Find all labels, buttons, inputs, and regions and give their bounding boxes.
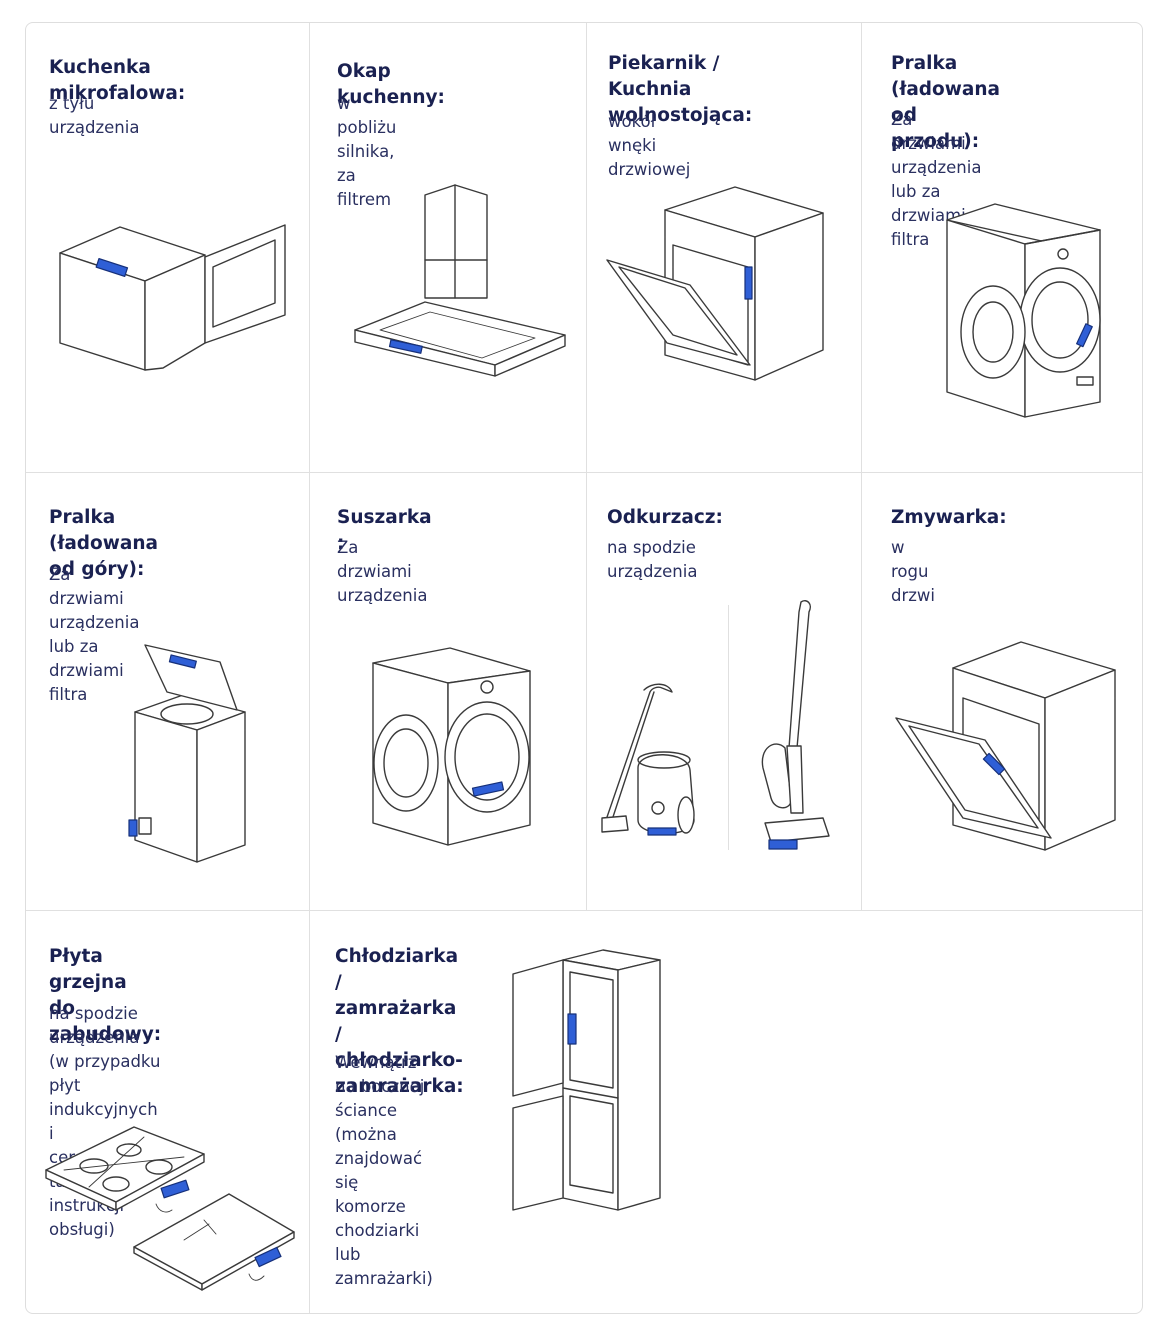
grid-divider xyxy=(586,23,587,911)
appliance-title: Piekarnik / Kuchnia wolnostojąca: xyxy=(608,53,753,126)
dryer-icon xyxy=(372,647,531,846)
stick-vacuum-icon xyxy=(761,600,830,850)
hob-icon xyxy=(45,1126,295,1291)
grid-divider xyxy=(309,23,310,1313)
top-loader-washer-icon xyxy=(128,644,246,863)
appliance-location-text: Za drzwiami urządzenia lub za drzwiami f… xyxy=(49,565,140,704)
appliance-location-text: w pobliżu silnika, za filtrem xyxy=(337,94,397,209)
appliance-title: Kuchenka mikrofalowa: xyxy=(49,57,186,104)
grid-divider xyxy=(861,23,862,911)
appliance-location-text: wokół wnęki drzwiowej xyxy=(608,112,691,179)
grid-divider xyxy=(26,472,1142,473)
cooker-hood-icon xyxy=(354,184,566,377)
appliance-title: Płyta grzejna do zabudowy: xyxy=(49,946,162,1045)
appliance-location-text: w rogu drzwi xyxy=(891,538,935,605)
vacuum-divider xyxy=(728,605,729,850)
appliance-title: Pralka (ładowana od góry): xyxy=(49,507,158,580)
appliance-title: Zmywarka: xyxy=(891,507,1007,528)
dishwasher-icon xyxy=(895,641,1116,851)
appliance-location-text: Za drzwiami urządzenia xyxy=(337,538,428,605)
appliance-title: Okap kuchenny: xyxy=(337,61,445,108)
appliance-title: Suszarka : xyxy=(337,507,432,554)
oven-icon xyxy=(606,186,824,381)
appliance-location-text: z tyłu urządzenia xyxy=(49,94,140,137)
appliance-title: Odkurzacz: xyxy=(607,507,723,528)
appliance-location-text: Za drzwiami urządzenia lub za drzwiami f… xyxy=(891,110,982,249)
appliance-location-text: na spodzie urządzenia xyxy=(607,538,698,581)
appliance-title: Pralka (ładowana od przodu): xyxy=(891,53,1000,152)
appliance-location-text: Wewnątrz na bocznej ściance (można znajd… xyxy=(335,1053,433,1288)
front-loader-washer-icon xyxy=(946,203,1101,418)
microwave-icon xyxy=(59,224,286,371)
fridge-freezer-icon xyxy=(512,949,661,1211)
grid-divider xyxy=(26,910,1142,911)
appliance-title: Chłodziarka / zamrażarka / chłodziarko- … xyxy=(335,946,464,1097)
canister-vacuum-icon xyxy=(601,683,695,836)
rating-plate-locations-panel xyxy=(25,22,1143,1314)
